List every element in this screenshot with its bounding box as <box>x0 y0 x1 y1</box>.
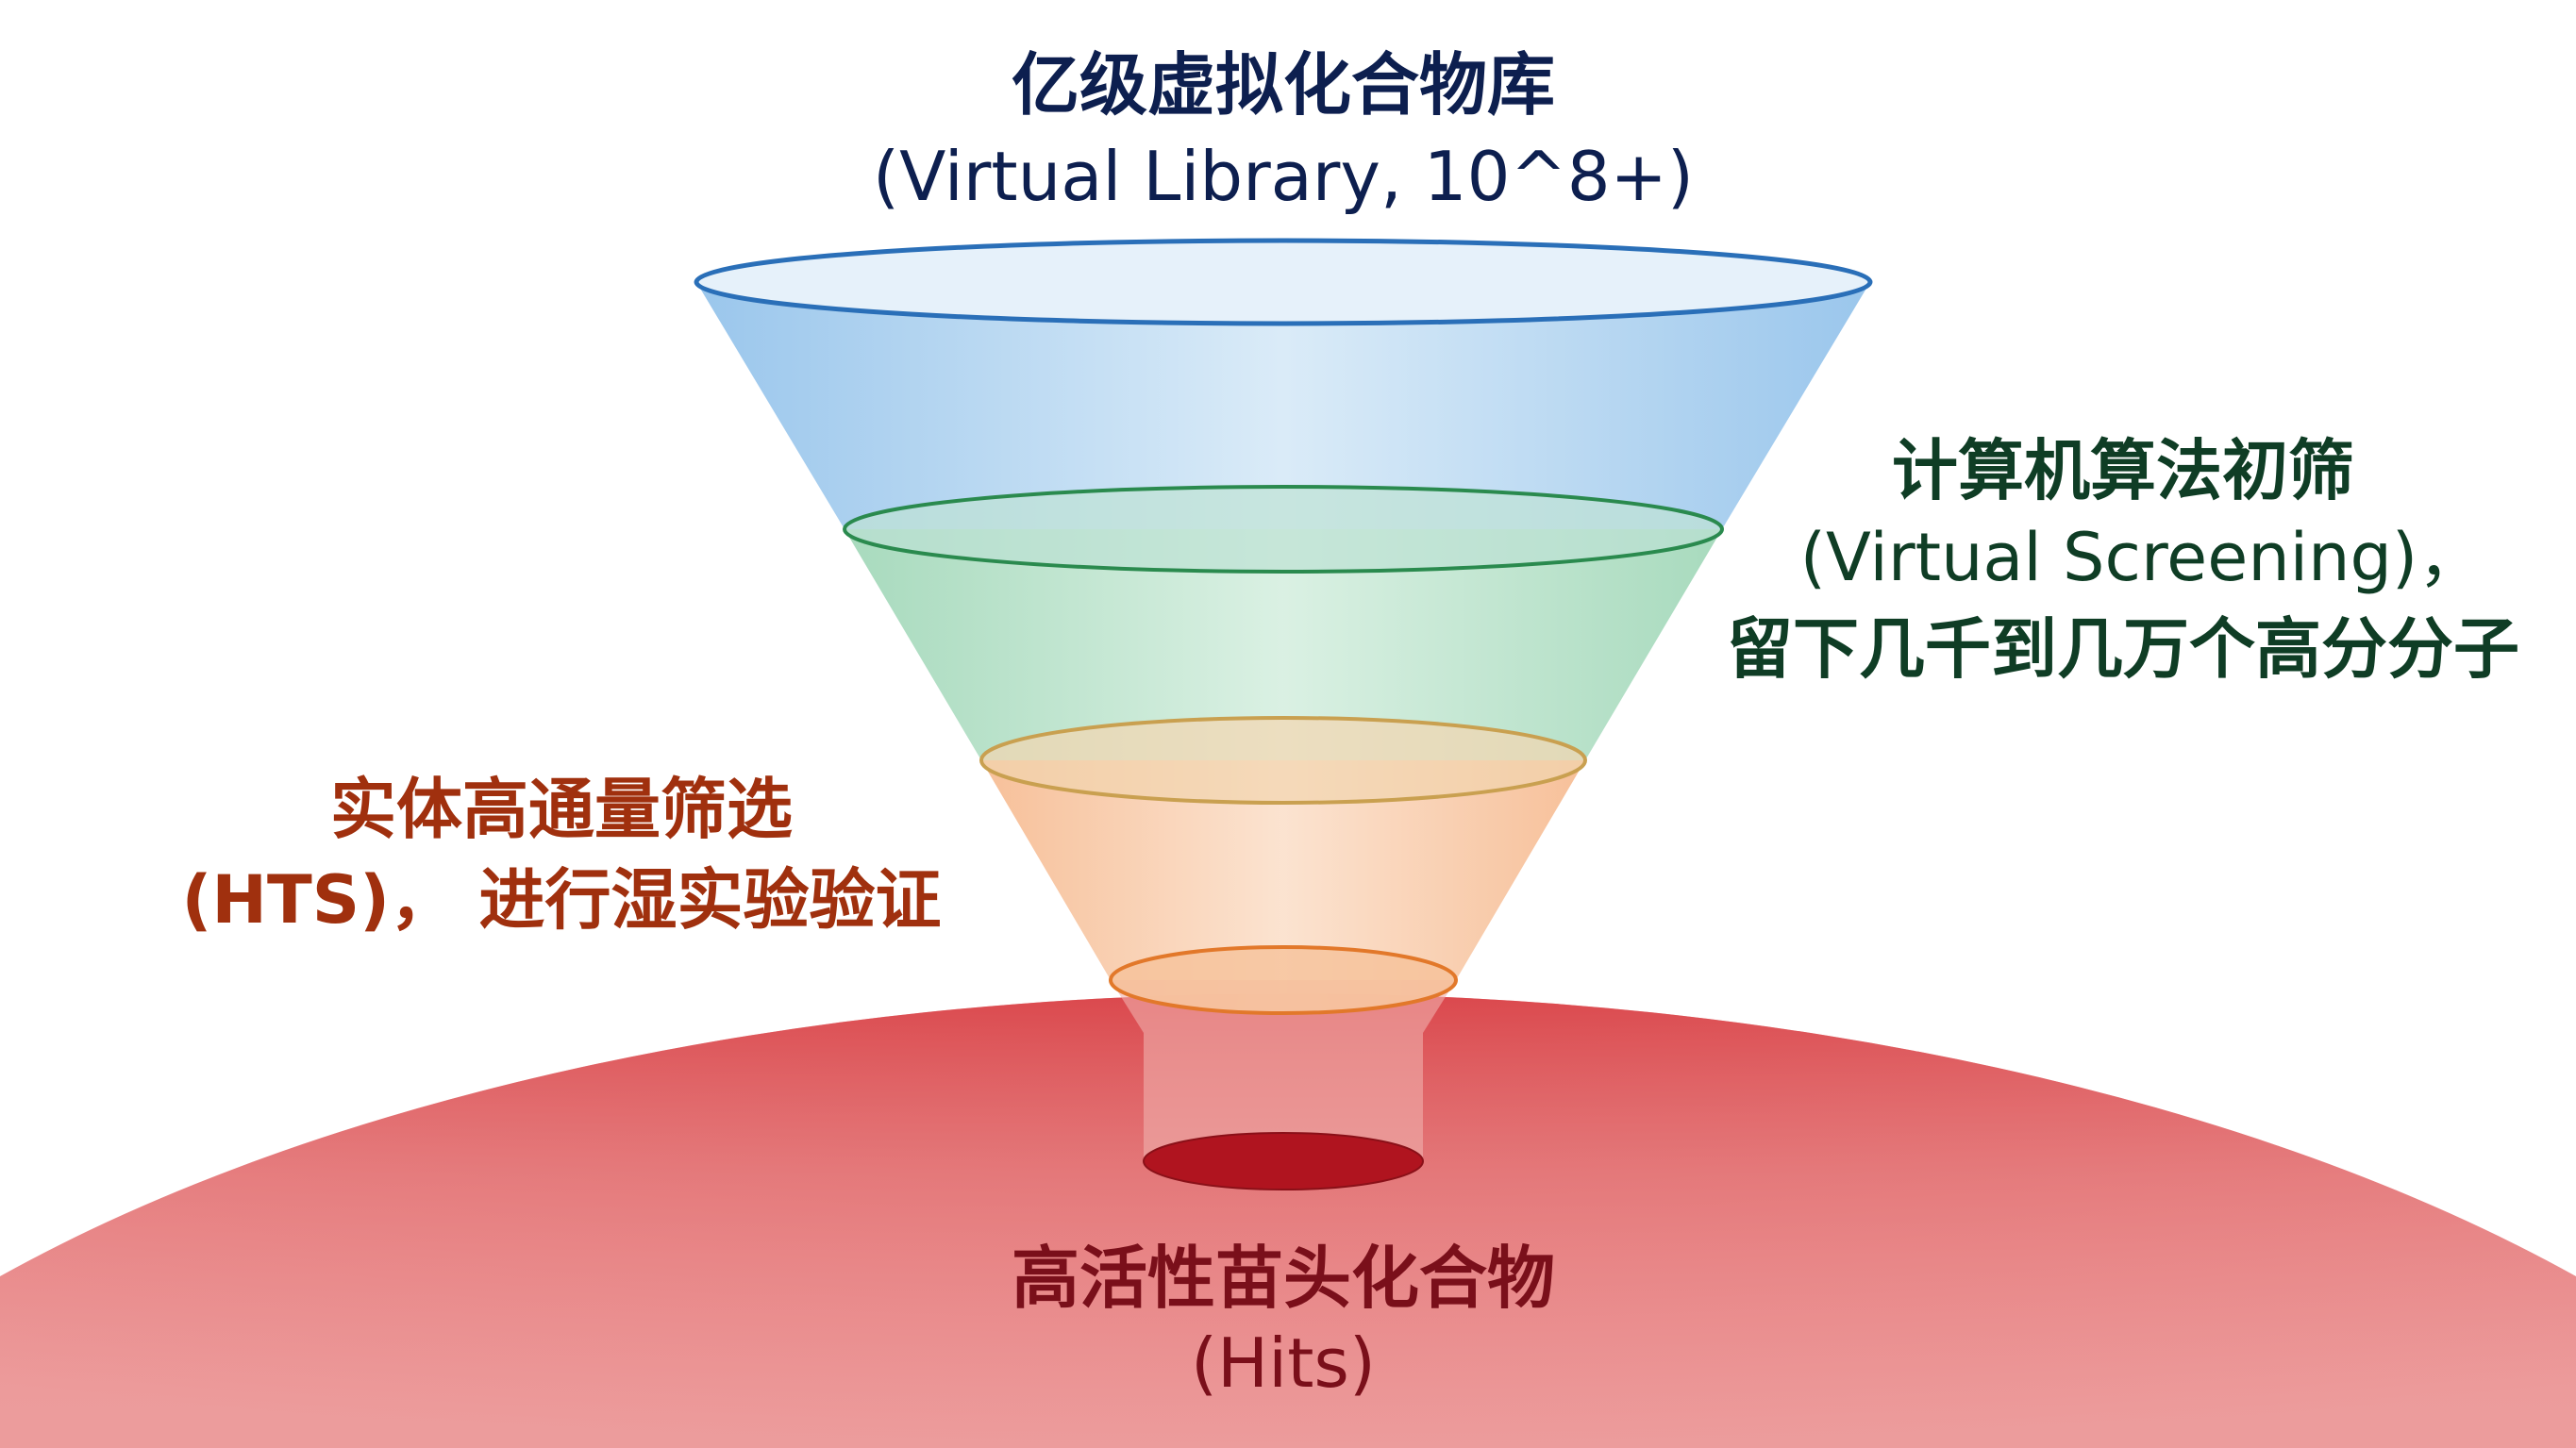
funnel-neck <box>1111 980 1456 1190</box>
library-subtitle: (Virtual Library, 10^8+) <box>873 137 1694 216</box>
hts-subtitle: (HTS)， 进行湿实验验证 <box>181 861 941 939</box>
hts-title: 实体高通量筛选 <box>330 771 793 848</box>
hits-outlet <box>1143 1132 1424 1190</box>
virtual-screening-subtitle: (Virtual Screening)， <box>1800 519 2484 596</box>
hts-layer <box>981 760 1585 1013</box>
hits-subtitle: (Hits) <box>1191 1323 1376 1403</box>
library-rim <box>694 238 1873 326</box>
virtual-screening-title: 计算机算法初筛 <box>1892 432 2354 509</box>
neck-rim <box>1109 945 1458 1015</box>
library-title: 亿级虚拟化合物库 <box>1012 45 1555 125</box>
hits-base-dome-shade <box>0 993 2576 1448</box>
virtual-screening-note: 留下几千到几万个高分分子 <box>1727 610 2519 688</box>
hits-title: 高活性苗头化合物 <box>1012 1239 1555 1318</box>
hts-rim <box>979 716 1587 805</box>
virtual-screening-rim <box>843 485 1724 574</box>
